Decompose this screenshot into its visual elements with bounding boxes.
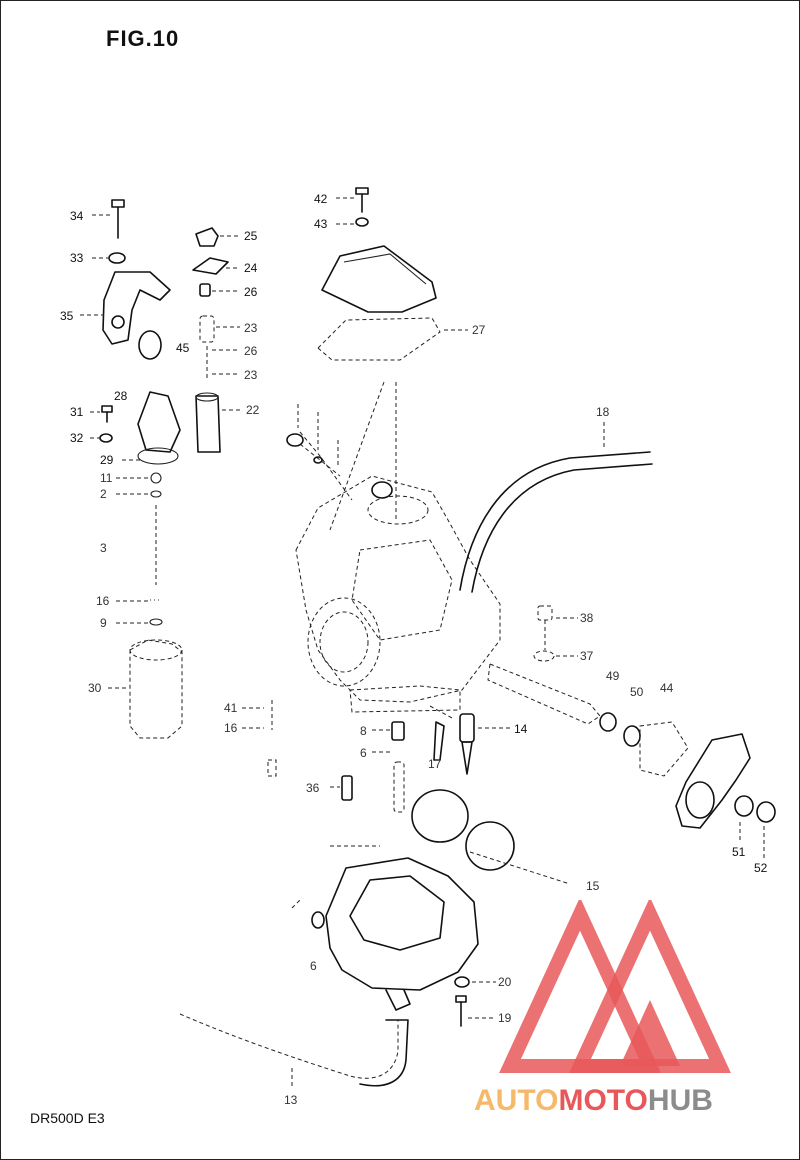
callout-44: 44 — [660, 681, 674, 695]
callout-26a: 26 — [244, 285, 258, 299]
callout-38: 38 — [580, 611, 594, 625]
clip-11 — [150, 472, 162, 484]
plug-36 — [341, 775, 353, 801]
screw-34 — [111, 199, 125, 239]
callout-17: 17 — [428, 757, 442, 771]
cap-37 — [533, 650, 555, 662]
callout-26b: 26 — [244, 344, 258, 358]
triangle-logo-icon — [499, 900, 731, 1073]
oring-26 — [199, 283, 211, 297]
plunger-22 — [195, 392, 221, 453]
callout-45: 45 — [176, 341, 190, 355]
model-label: DR500D E3 — [30, 1110, 105, 1126]
callout-28: 28 — [114, 389, 128, 403]
callout-6b: 6 — [310, 959, 317, 973]
screw-38 — [537, 605, 553, 650]
callout-6a: 6 — [360, 746, 367, 760]
callout-29: 29 — [100, 453, 114, 467]
piston-30 — [129, 639, 183, 739]
callout-14: 14 — [514, 722, 528, 736]
callout-11: 11 — [100, 471, 113, 485]
callout-51: 51 — [732, 845, 746, 859]
nut-32 — [99, 433, 113, 443]
svg-text:AUTOMOTOHUB: AUTOMOTOHUB — [474, 1084, 713, 1117]
seal-49 — [599, 712, 617, 732]
screw-41-16 — [267, 700, 277, 777]
callout-16b: 16 — [224, 721, 238, 735]
float-bowl — [291, 857, 479, 1011]
automotohub-watermark: AUTOMOTOHUB — [474, 900, 731, 1117]
callout-25: 25 — [244, 229, 258, 243]
callout-27: 27 — [472, 323, 486, 337]
callout-9: 9 — [100, 616, 107, 630]
bracket-35 — [102, 271, 171, 360]
top-cover — [321, 245, 437, 313]
callout-33: 33 — [70, 251, 84, 265]
callout-8: 8 — [360, 724, 367, 738]
callout-36: 36 — [306, 781, 320, 795]
callout-35: 35 — [60, 309, 74, 323]
watermark-moto: MOTO — [558, 1084, 647, 1117]
callout-13: 13 — [284, 1093, 298, 1107]
float-15 — [411, 789, 571, 885]
jet-8 — [391, 721, 405, 741]
callout-50: 50 — [630, 685, 644, 699]
callout-41: 41 — [224, 701, 238, 715]
float-valve-14 — [459, 713, 475, 775]
plate-24 — [192, 257, 229, 275]
oring-9 — [149, 618, 163, 626]
jet-6 — [393, 761, 405, 813]
callout-30: 30 — [88, 681, 102, 695]
hose-18 — [459, 422, 653, 593]
callout-52: 52 — [754, 861, 768, 875]
callout-19: 19 — [498, 1011, 512, 1025]
callout-16a: 16 — [96, 594, 110, 608]
callout-37: 37 — [580, 649, 594, 663]
callout-22: 22 — [246, 403, 260, 417]
throttle-part-28 — [137, 391, 181, 465]
washer-33 — [108, 252, 126, 264]
callout-20: 20 — [498, 975, 512, 989]
callout-23b: 23 — [244, 368, 258, 382]
callout-49: 49 — [606, 669, 620, 683]
ring-2 — [150, 490, 162, 498]
drain-hose-13 — [179, 1013, 409, 1088]
screw-20 — [454, 976, 470, 988]
figure-title: FIG.10 — [106, 26, 180, 51]
washer-50 — [623, 725, 641, 747]
screw-31 — [101, 405, 113, 423]
screw-42 — [355, 187, 369, 213]
callout-42: 42 — [314, 192, 328, 206]
carburetor-body — [295, 431, 501, 713]
callout-32: 32 — [70, 431, 84, 445]
rod-23 — [199, 315, 215, 380]
screw-19 — [455, 995, 467, 1027]
callout-31: 31 — [70, 405, 84, 419]
throttle-lever — [675, 733, 751, 829]
screw-17 — [429, 705, 453, 761]
callout-24: 24 — [244, 261, 258, 275]
watermark-auto: AUTO — [474, 1084, 558, 1117]
callout-18: 18 — [596, 405, 610, 419]
callout-2: 2 — [100, 487, 107, 501]
callout-3: 3 — [100, 541, 107, 555]
callout-15: 15 — [586, 879, 600, 893]
callout-labels: 34 33 35 25 24 26 23 45 26 23 22 42 43 2… — [60, 192, 768, 1107]
watermark-hub: HUB — [648, 1084, 713, 1117]
nut-52 — [756, 801, 776, 823]
spring-44 — [639, 721, 689, 777]
washer-51 — [734, 795, 754, 817]
callout-43: 43 — [314, 217, 328, 231]
callout-23a: 23 — [244, 321, 258, 335]
gasket-27 — [317, 317, 441, 361]
washer-43 — [355, 217, 369, 227]
callout-34: 34 — [70, 209, 84, 223]
screw-46-48-47 — [286, 404, 341, 477]
leader-lines — [80, 197, 765, 1019]
throttle-shaft — [487, 663, 601, 725]
cap-25 — [195, 227, 219, 247]
